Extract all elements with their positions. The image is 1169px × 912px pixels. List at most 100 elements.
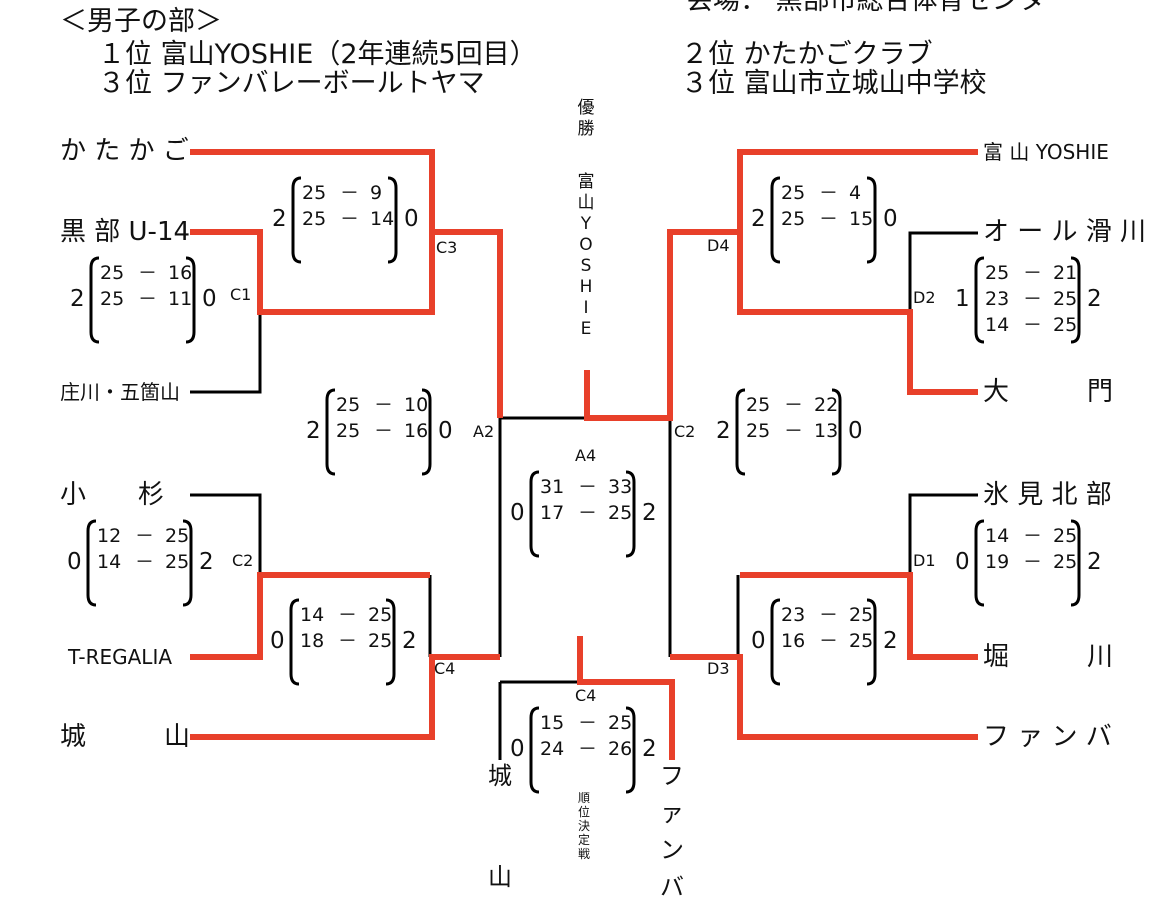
match-code: D1 bbox=[913, 551, 936, 570]
set-1-score-a: 14 bbox=[300, 604, 325, 626]
set-1-score-b: 16 bbox=[168, 262, 193, 284]
sets-won: 2 bbox=[306, 418, 321, 444]
set-1-score-b: 33 bbox=[608, 476, 633, 498]
sets-won: 2 bbox=[70, 286, 85, 312]
score-dash: － bbox=[338, 630, 358, 652]
result-second: ２位 かたかごクラブ bbox=[681, 39, 933, 70]
set-2-score-a: 25 bbox=[336, 420, 361, 442]
sets-lost: 2 bbox=[1087, 549, 1102, 575]
set-1-score-a: 25 bbox=[985, 262, 1010, 284]
set-1-score-a: 25 bbox=[336, 394, 361, 416]
team-left-4: 小 杉 bbox=[60, 480, 165, 510]
set-2-score-b: 14 bbox=[370, 208, 395, 230]
set-1-score-b: 10 bbox=[404, 394, 429, 416]
set-1-score-a: 15 bbox=[540, 712, 565, 734]
team-left-2: 黒 部 U-14 bbox=[60, 217, 191, 247]
set-3-score-b: 25 bbox=[1053, 314, 1078, 336]
result-third-b: ３位 富山市立城山中学校 bbox=[681, 68, 987, 99]
match-code: C3 bbox=[436, 238, 458, 257]
placement-label: 順位決定戦 bbox=[577, 791, 590, 861]
score-dash: － bbox=[135, 551, 155, 573]
set-2-score-a: 25 bbox=[746, 420, 771, 442]
set-2-score-b: 15 bbox=[849, 208, 874, 230]
sets-won: 0 bbox=[270, 628, 285, 654]
score-dash: － bbox=[1023, 314, 1043, 336]
set-1-score-b: 25 bbox=[849, 604, 874, 626]
set-2-score-a: 25 bbox=[302, 208, 327, 230]
sets-lost: 2 bbox=[199, 549, 214, 575]
sets-lost: 0 bbox=[404, 206, 419, 232]
sets-lost: 0 bbox=[848, 418, 863, 444]
score-dash: － bbox=[1023, 262, 1043, 284]
score-dash: － bbox=[578, 738, 598, 760]
score-dash: － bbox=[819, 604, 839, 626]
score-dash: － bbox=[1023, 525, 1043, 547]
set-2-score-a: 16 bbox=[781, 630, 806, 652]
team-right-4: 氷 見 北 部 bbox=[983, 480, 1112, 510]
team-right-3: 大 門 bbox=[983, 377, 1114, 407]
sets-lost: 2 bbox=[1087, 286, 1102, 312]
set-2-score-a: 14 bbox=[97, 551, 122, 573]
score-dash: － bbox=[784, 394, 804, 416]
set-2-score-b: 13 bbox=[814, 420, 839, 442]
set-1-score-a: 12 bbox=[97, 525, 122, 547]
score-dash: － bbox=[819, 208, 839, 230]
match-code: D3 bbox=[707, 659, 730, 678]
set-2-score-b: 26 bbox=[608, 738, 633, 760]
score-dash: － bbox=[135, 525, 155, 547]
set-2-score-b: 25 bbox=[1053, 551, 1078, 573]
sets-won: 2 bbox=[751, 206, 766, 232]
set-2-score-a: 25 bbox=[781, 208, 806, 230]
placement-team-left: 城山 bbox=[488, 762, 512, 891]
match-code: C4 bbox=[575, 686, 597, 705]
sets-won: 0 bbox=[67, 549, 82, 575]
match-code: A4 bbox=[575, 446, 597, 465]
set-2-score-a: 17 bbox=[540, 502, 565, 524]
set-1-score-a: 25 bbox=[781, 182, 806, 204]
sets-lost: 2 bbox=[642, 736, 657, 762]
set-2-score-a: 19 bbox=[985, 551, 1010, 573]
set-1-score-a: 31 bbox=[540, 476, 565, 498]
score-dash: － bbox=[138, 262, 158, 284]
score-dash: － bbox=[340, 208, 360, 230]
set-1-score-b: 9 bbox=[370, 182, 383, 204]
set-2-score-b: 25 bbox=[1053, 288, 1078, 310]
team-right-2: オ ー ル 滑 川 bbox=[983, 217, 1147, 247]
set-2-score-a: 25 bbox=[100, 288, 125, 310]
set-2-score-a: 24 bbox=[540, 738, 565, 760]
score-dash: － bbox=[1023, 288, 1043, 310]
sets-lost: 0 bbox=[883, 206, 898, 232]
result-first: １位 富山YOSHIE（2年連続5回目） bbox=[98, 39, 537, 70]
sets-won: 0 bbox=[510, 736, 525, 762]
score-dash: － bbox=[374, 420, 394, 442]
set-1-score-a: 25 bbox=[100, 262, 125, 284]
set-2-score-b: 16 bbox=[404, 420, 429, 442]
set-1-score-a: 14 bbox=[985, 525, 1010, 547]
team-left-6: 城 山 bbox=[60, 722, 191, 752]
score-dash: － bbox=[340, 182, 360, 204]
sets-won: 0 bbox=[751, 628, 766, 654]
sets-won: 2 bbox=[272, 206, 287, 232]
set-2-score-b: 25 bbox=[165, 551, 190, 573]
set-2-score-b: 11 bbox=[168, 288, 193, 310]
set-1-score-b: 25 bbox=[368, 604, 393, 626]
score-dash: － bbox=[819, 182, 839, 204]
sets-lost: 2 bbox=[402, 628, 417, 654]
set-3-score-a: 14 bbox=[985, 314, 1010, 336]
team-right-5: 堀 川 bbox=[983, 642, 1114, 672]
sets-lost: 2 bbox=[642, 500, 657, 526]
score-dash: － bbox=[138, 288, 158, 310]
champion-label: 優勝 bbox=[577, 98, 595, 139]
score-dash: － bbox=[374, 394, 394, 416]
placement-team-right: ファンバ bbox=[660, 762, 684, 901]
score-dash: － bbox=[784, 420, 804, 442]
venue-text: 会場： 黒部市総合体育センタ bbox=[686, 0, 1046, 16]
set-1-score-b: 25 bbox=[608, 712, 633, 734]
match-code: C2 bbox=[674, 422, 696, 441]
score-dash: － bbox=[819, 630, 839, 652]
set-1-score-a: 25 bbox=[746, 394, 771, 416]
sets-won: 0 bbox=[955, 549, 970, 575]
result-third-a: ３位 ファンバレーボールトヤマ bbox=[98, 68, 485, 99]
